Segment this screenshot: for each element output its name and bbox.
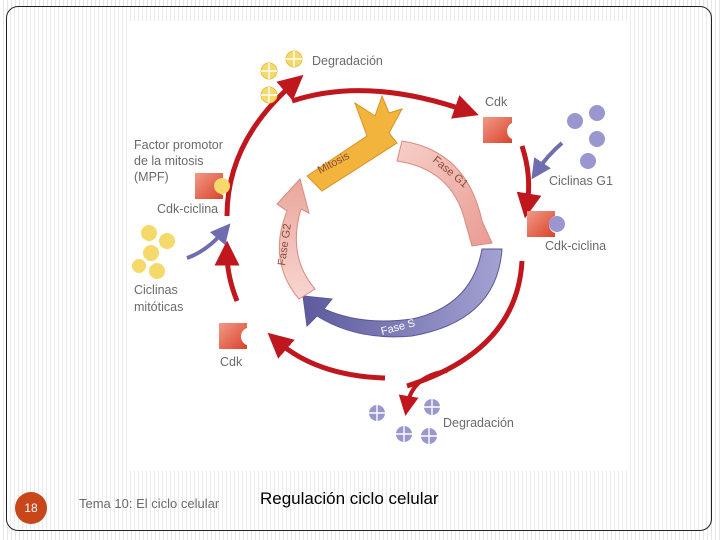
mpf-cdk-icon — [195, 173, 223, 199]
phase-arc-g1 — [396, 140, 493, 247]
label-mpf-line1: Factor promotor — [134, 138, 223, 152]
cell-cycle-diagram: Mitosis Fase G1 Fase S Fase G2 Degradaci… — [132, 50, 613, 444]
cyclins-g1-icons — [567, 105, 605, 169]
cyclins-mitoticas-icons — [132, 225, 175, 279]
outer-arrow-bottom — [267, 332, 386, 381]
label-cdk-top: Cdk — [485, 95, 508, 109]
cdk-ciclina-right-icon — [527, 211, 555, 237]
label-ciclinas-mitoticas-line1: Ciclinas — [134, 283, 178, 297]
outer-arrow-left — [214, 240, 240, 302]
mpf-cyclin — [214, 178, 230, 194]
outer-arrow-top — [291, 88, 479, 119]
cdk-ciclina-right-cyclin — [549, 216, 565, 232]
outer-arrow-right — [516, 145, 542, 219]
label-ciclinas-g1: Ciclinas G1 — [549, 174, 613, 188]
mitosis-shape — [306, 94, 404, 192]
label-cdk-ciclina-left: Cdk-ciclina — [157, 202, 218, 216]
label-cdk-ciclina-right: Cdk-ciclina — [545, 239, 606, 253]
page-number-badge: 18 — [15, 492, 47, 524]
outer-arrow-upper-left — [224, 74, 304, 217]
phase-arc-g2 — [276, 177, 316, 300]
cell-cycle-figure: Mitosis Fase G1 Fase S Fase G2 Degradaci… — [127, 21, 627, 471]
label-mpf-line2: de la mitosis — [134, 154, 203, 168]
blue-arrow-left — [186, 223, 231, 260]
phase-arc-s — [302, 248, 503, 338]
degraded-cyclins-bottom-cracks — [369, 399, 440, 444]
phase-label-g2: Fase G2 — [276, 223, 294, 266]
cdk-top-icon — [483, 117, 512, 143]
label-degradacion-top: Degradación — [312, 54, 383, 68]
slide-title: Regulación ciclo celular — [260, 489, 439, 508]
label-mpf-line3: (MPF) — [134, 170, 169, 184]
label-degradacion-bottom: Degradación — [443, 416, 514, 430]
outer-arrow-to-degradation-bottom — [398, 369, 448, 416]
label-ciclinas-mitoticas-line2: mitóticas — [134, 300, 183, 314]
course-label: Tema 10: El ciclo celular — [79, 496, 220, 511]
blue-arrow-right — [531, 141, 564, 180]
label-cdk-bottom: Cdk — [220, 355, 243, 369]
degraded-cyclins-top-cracks — [261, 51, 302, 103]
cdk-bottom-icon — [219, 323, 247, 349]
